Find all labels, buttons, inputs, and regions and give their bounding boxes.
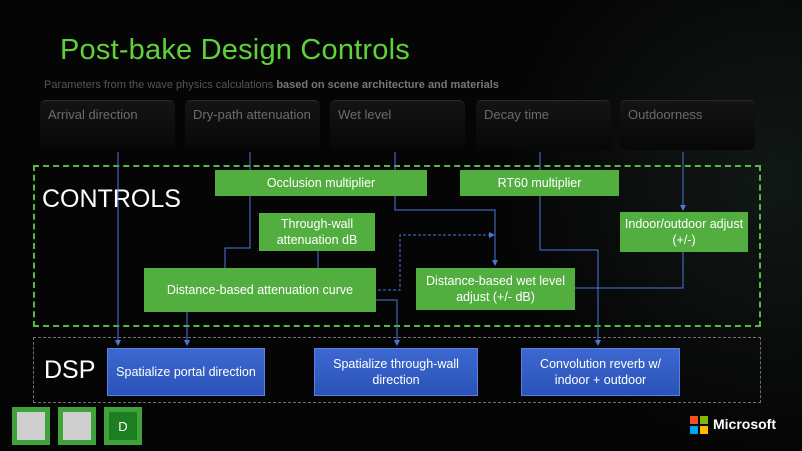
- slide-thumbnail-2[interactable]: [58, 407, 96, 445]
- param-wet-level: Wet level: [330, 100, 465, 150]
- spatialize-portal-box: Spatialize portal direction: [107, 348, 265, 396]
- wire-rt60-to-reverb: [539, 196, 601, 346]
- slide-title: Post-bake Design Controls: [60, 34, 410, 66]
- microsoft-wordmark: Microsoft: [713, 416, 776, 432]
- dsp-label: DSP: [44, 356, 96, 384]
- wire-occlusion-to-wetadjust: [394, 195, 498, 266]
- param-outdoorness: Outdoorness: [620, 100, 755, 150]
- distance-wet-level-adjust-box: Distance-based wet level adjust (+/- dB): [416, 268, 575, 310]
- wire-indoor-to-reverb: [575, 250, 684, 289]
- slide-thumbnail-1[interactable]: [12, 407, 50, 445]
- convolution-reverb-box: Convolution reverb w/ indoor + outdoor: [521, 348, 680, 396]
- slide-thumbnail-3-letter: D: [109, 412, 137, 440]
- distance-attenuation-curve-box: Distance-based attenuation curve: [144, 268, 376, 312]
- microsoft-logo-icon: [690, 416, 708, 434]
- rt60-multiplier-box: RT60 multiplier: [460, 170, 619, 196]
- indoor-outdoor-adjust-box: Indoor/outdoor adjust (+/-): [620, 212, 748, 252]
- param-arrival-direction: Arrival direction: [40, 100, 175, 150]
- wire-curve-to-wetadjust-dashed: [378, 232, 495, 291]
- controls-label: CONTROLS: [42, 185, 181, 213]
- occlusion-multiplier-box: Occlusion multiplier: [215, 170, 427, 196]
- param-decay-time: Decay time: [476, 100, 611, 150]
- spatialize-through-wall-box: Spatialize through-wall direction: [314, 348, 478, 396]
- slide-subtitle: Parameters from the wave physics calcula…: [44, 79, 499, 91]
- param-dry-path-attenuation: Dry-path attenuation: [185, 100, 320, 150]
- wire-occlusion-to-curve: [224, 195, 251, 268]
- through-wall-attenuation-box: Through-wall attenuation dB: [259, 213, 375, 251]
- slide-thumbnail-3[interactable]: D: [104, 407, 142, 445]
